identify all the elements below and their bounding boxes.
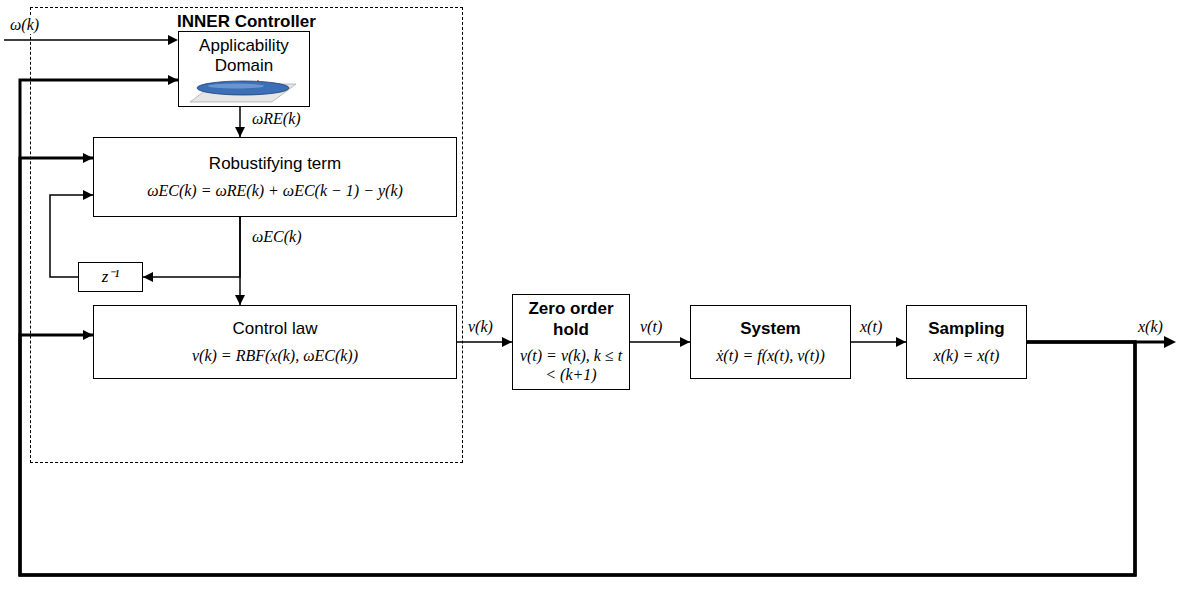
signal-label: ωRE(k): [250, 110, 303, 128]
block-title: Applicability Domain: [185, 36, 303, 77]
block-box: z⁻¹: [78, 262, 143, 292]
formula: x(k) = x(t): [934, 346, 1000, 365]
signal-arrow: [50, 195, 93, 277]
signal-arrow: [239, 107, 241, 137]
formula: ẋ(t) = f(x(t), v(t)): [716, 346, 825, 365]
signal-label: ω(k): [8, 16, 41, 34]
output-arrow: [1135, 336, 1176, 348]
block-title: System: [740, 319, 800, 339]
controller-group: INNER ControllerApplicability DomainRobu…: [30, 7, 463, 463]
block-title: z⁻¹: [102, 267, 120, 287]
formula: v(t) = v(k), k ≤ t < (k+1): [519, 346, 623, 384]
signal-arrow: [20, 80, 1135, 575]
formula: v(k) = RBF(x(k), ωEC(k)): [192, 346, 358, 365]
signal-arrow: [630, 341, 690, 343]
block-box: Robustifying term ωEC(k) = ωRE(k) + ωEC(k…: [93, 137, 457, 217]
signal-label: ωEC(k): [250, 228, 304, 246]
block-box: Sampling x(k) = x(t): [906, 305, 1027, 379]
block-title: INNER Controller: [31, 12, 462, 32]
block-box: System ẋ(t) = f(x(t), v(t)): [690, 305, 851, 379]
block-title: Zero order hold: [519, 299, 623, 340]
block-box: Zero order hold v(t) = v(k), k ≤ t < (k+1…: [512, 294, 630, 390]
domain-illustration: [190, 80, 296, 102]
signal-arrow: [457, 341, 512, 343]
formula: ωEC(k) = ωRE(k) + ωEC(k − 1) − y(k): [147, 181, 403, 200]
signal-arrow: [851, 341, 906, 343]
block-title: Control law: [232, 319, 317, 339]
block-box: Control law v(k) = RBF(x(k), ωEC(k)): [93, 305, 457, 379]
block-title: Robustifying term: [209, 154, 341, 174]
block-box: Applicability Domain: [178, 31, 310, 107]
signal-label: v(t): [638, 318, 664, 336]
block-title: Sampling: [928, 319, 1005, 339]
signal-arrow: [143, 217, 240, 277]
signal-label: x(t): [858, 318, 884, 336]
signal-arrow: [20, 158, 1135, 575]
signal-arrow: [20, 335, 1135, 575]
signal-label: v(k): [466, 318, 495, 336]
signal-label: x(k): [1136, 318, 1165, 336]
